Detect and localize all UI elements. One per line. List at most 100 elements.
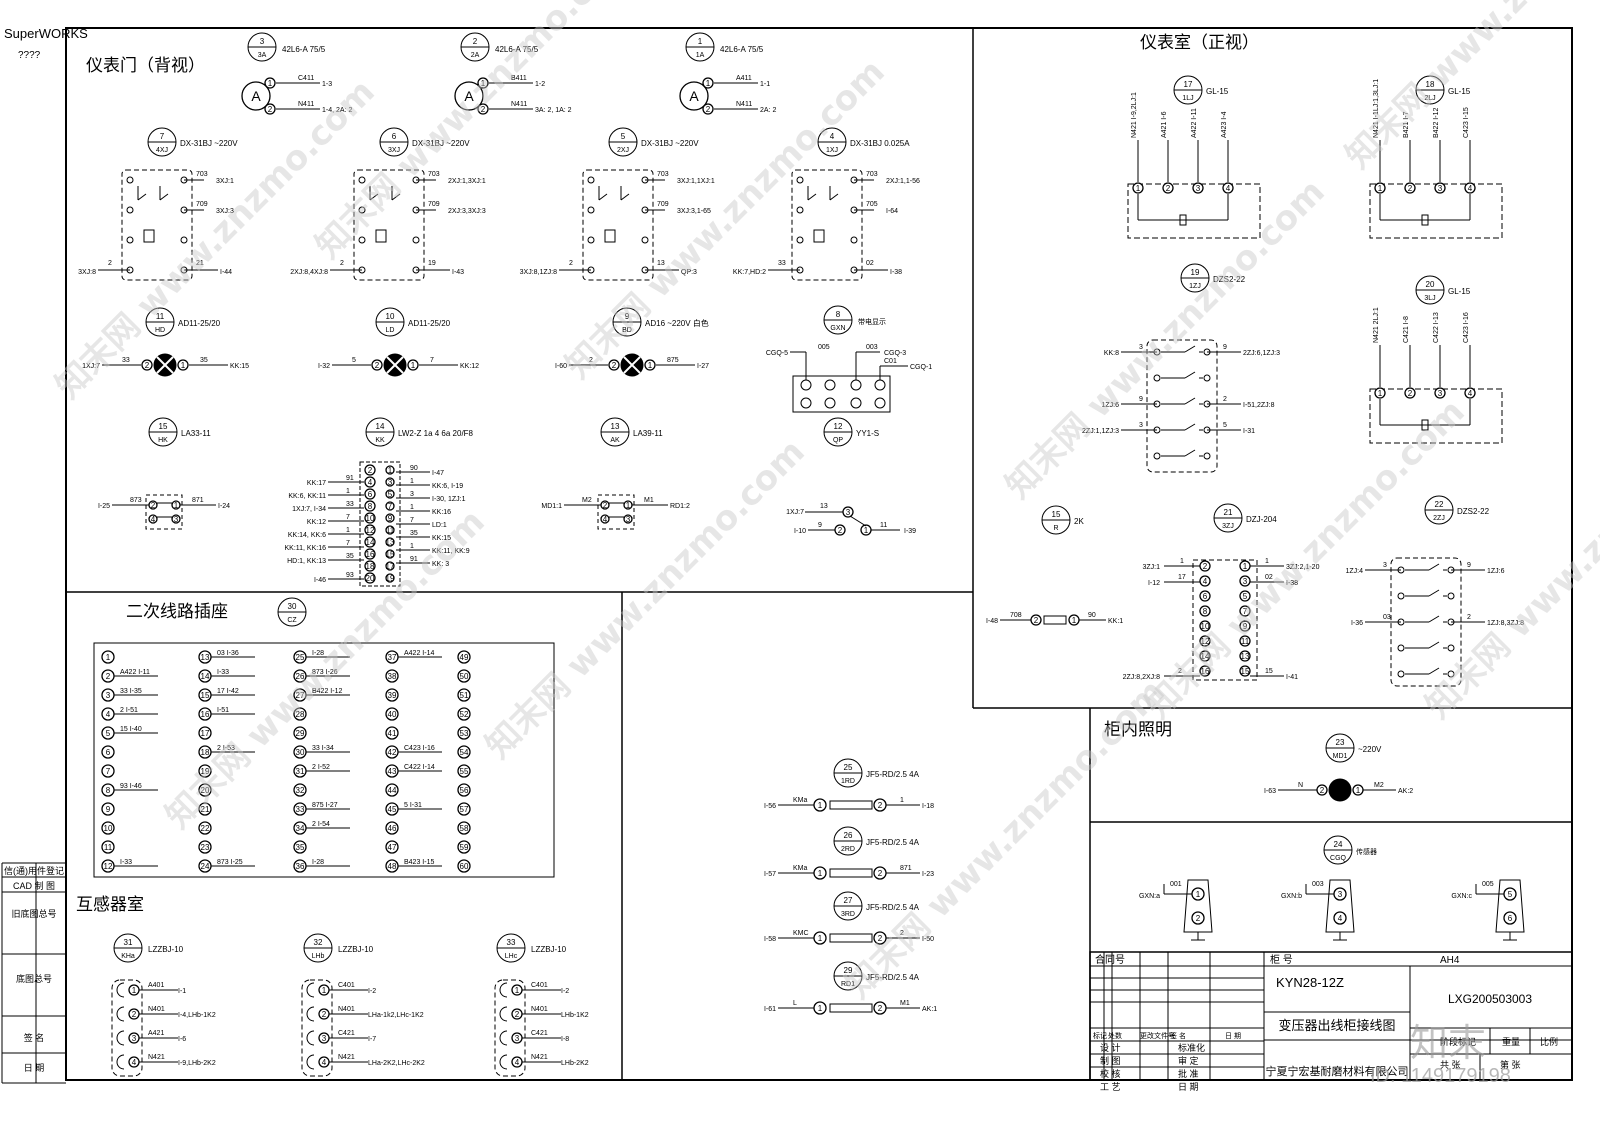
wire — [1428, 563, 1440, 571]
wire-dest: QP:3 — [681, 269, 697, 276]
pin — [850, 379, 862, 391]
terminal — [457, 650, 471, 664]
terminal-number: 2 — [1196, 914, 1201, 923]
terminal — [1199, 590, 1211, 602]
pin-label: A422 I-11 — [120, 669, 150, 676]
wire-dest: KK:14, KK:6 — [288, 532, 326, 539]
wire — [1184, 397, 1196, 405]
terminal-number: 60 — [460, 862, 469, 871]
pin — [587, 206, 595, 214]
terminal-number: 1 — [515, 986, 520, 995]
resistor-body — [1043, 615, 1067, 625]
model-label: JF5-RD/2.5 4A — [866, 770, 920, 779]
model-label: LA33-11 — [181, 429, 211, 438]
wire-label: A423 I-4 — [1221, 111, 1228, 138]
terminal — [371, 359, 383, 371]
tag-code: 3XJ — [388, 147, 400, 154]
ct-body — [111, 979, 143, 1077]
tag-number: 26 — [844, 831, 853, 840]
wire-number: 2 — [569, 260, 573, 267]
tag-code: LD — [386, 327, 395, 334]
wire-dest: 2XJ:3,3XJ:3 — [448, 208, 486, 215]
terminal — [385, 726, 399, 740]
tag-number: 14 — [376, 422, 385, 431]
fuse-body — [829, 1003, 873, 1013]
tag-code: 1A — [696, 52, 705, 59]
terminal-number: 2 — [1166, 184, 1171, 193]
pin — [1447, 592, 1455, 600]
note-label: 传感器 — [1356, 847, 1377, 856]
tag-number: 13 — [611, 422, 620, 431]
terminal-number: 59 — [460, 843, 469, 852]
section-cabinet-light: 柜内照明 — [1104, 720, 1172, 740]
model-label: 2K — [1074, 517, 1084, 526]
wire-number: 1 — [346, 488, 350, 495]
wire-dest: I-4,LHb-1K2 — [178, 1012, 216, 1019]
model-label: JF5-RD/2.5 4A — [866, 903, 920, 912]
terminal — [385, 477, 395, 487]
wire-dest: 1XJ:7 — [82, 363, 100, 370]
terminal-number: 3 — [515, 1034, 520, 1043]
wire-number: 2 — [589, 357, 593, 364]
terminal-number: 2 — [838, 526, 843, 535]
terminal — [385, 501, 395, 511]
tag-code: BD — [622, 327, 632, 334]
terminal-number: 22 — [201, 824, 210, 833]
terminal-number: 33 — [296, 805, 305, 814]
tag-number: 2 — [473, 37, 478, 46]
model-label: ~220V — [1358, 745, 1382, 754]
wire-number: 703 — [196, 171, 208, 178]
pin — [412, 236, 420, 244]
model-label: 42L6-A 75/5 — [720, 45, 764, 54]
pin — [587, 236, 595, 244]
wire-dest: 1XJ:7, I-34 — [292, 506, 326, 513]
tag-number: 1 — [698, 37, 703, 46]
intermediate-relay: 191ZJDZS2-223KK:892ZJ:6,1ZJ:391ZJ:62I-51… — [1082, 263, 1280, 473]
terminal-number: 3 — [846, 508, 851, 517]
pin-label: I-33 — [120, 859, 132, 866]
revision-head: 处数 — [1108, 1031, 1122, 1040]
winding — [116, 1030, 125, 1046]
ammeter-letter: A — [464, 88, 474, 104]
company-name: 宁夏宁宏基耐磨材料有限公司 — [1266, 1064, 1409, 1078]
wire-number: 35 — [410, 530, 418, 537]
cabinet-label: 柜 号 — [1270, 953, 1293, 966]
wire-number: 02 — [1265, 574, 1273, 581]
wire-number: 703 — [866, 171, 878, 178]
terminal — [1199, 620, 1211, 632]
tag-code: CGQ — [1330, 855, 1347, 862]
wire-dest: I-56 — [764, 803, 776, 810]
wire-number: 1 — [900, 797, 904, 804]
pin-label: 17 I-42 — [217, 688, 239, 695]
terminal-number: 2 — [145, 361, 150, 370]
terminal — [457, 821, 471, 835]
tag-code: 1RD — [841, 778, 855, 785]
check-label: 日 期 — [1178, 1082, 1199, 1092]
terminal — [293, 726, 307, 740]
wire-number: KMa — [793, 797, 808, 804]
role-label: 制 图 — [1100, 1055, 1121, 1066]
tag-number: 23 — [1336, 738, 1345, 747]
revision-head: 更改文件号 — [1140, 1031, 1175, 1040]
tag-code: LHb — [312, 953, 325, 960]
wire-number: 2 — [1223, 396, 1227, 403]
wire-dest: I-58 — [764, 936, 776, 943]
wire-number: 90 — [410, 465, 418, 472]
wire-dest: CGQ-5 — [766, 350, 788, 357]
pin-label: 2 I-54 — [312, 821, 330, 828]
winding — [306, 1030, 315, 1046]
terminal-number: 37 — [388, 653, 397, 662]
wire — [369, 193, 379, 201]
terminal — [600, 514, 610, 524]
terminal-number: 2 — [878, 869, 883, 878]
wire-number: N411 — [736, 101, 752, 108]
winding — [116, 982, 125, 998]
pin — [796, 176, 804, 184]
wire-number: 11 — [880, 522, 887, 529]
wire-dest: 2ZJ:8,2XJ:8 — [1123, 674, 1160, 681]
